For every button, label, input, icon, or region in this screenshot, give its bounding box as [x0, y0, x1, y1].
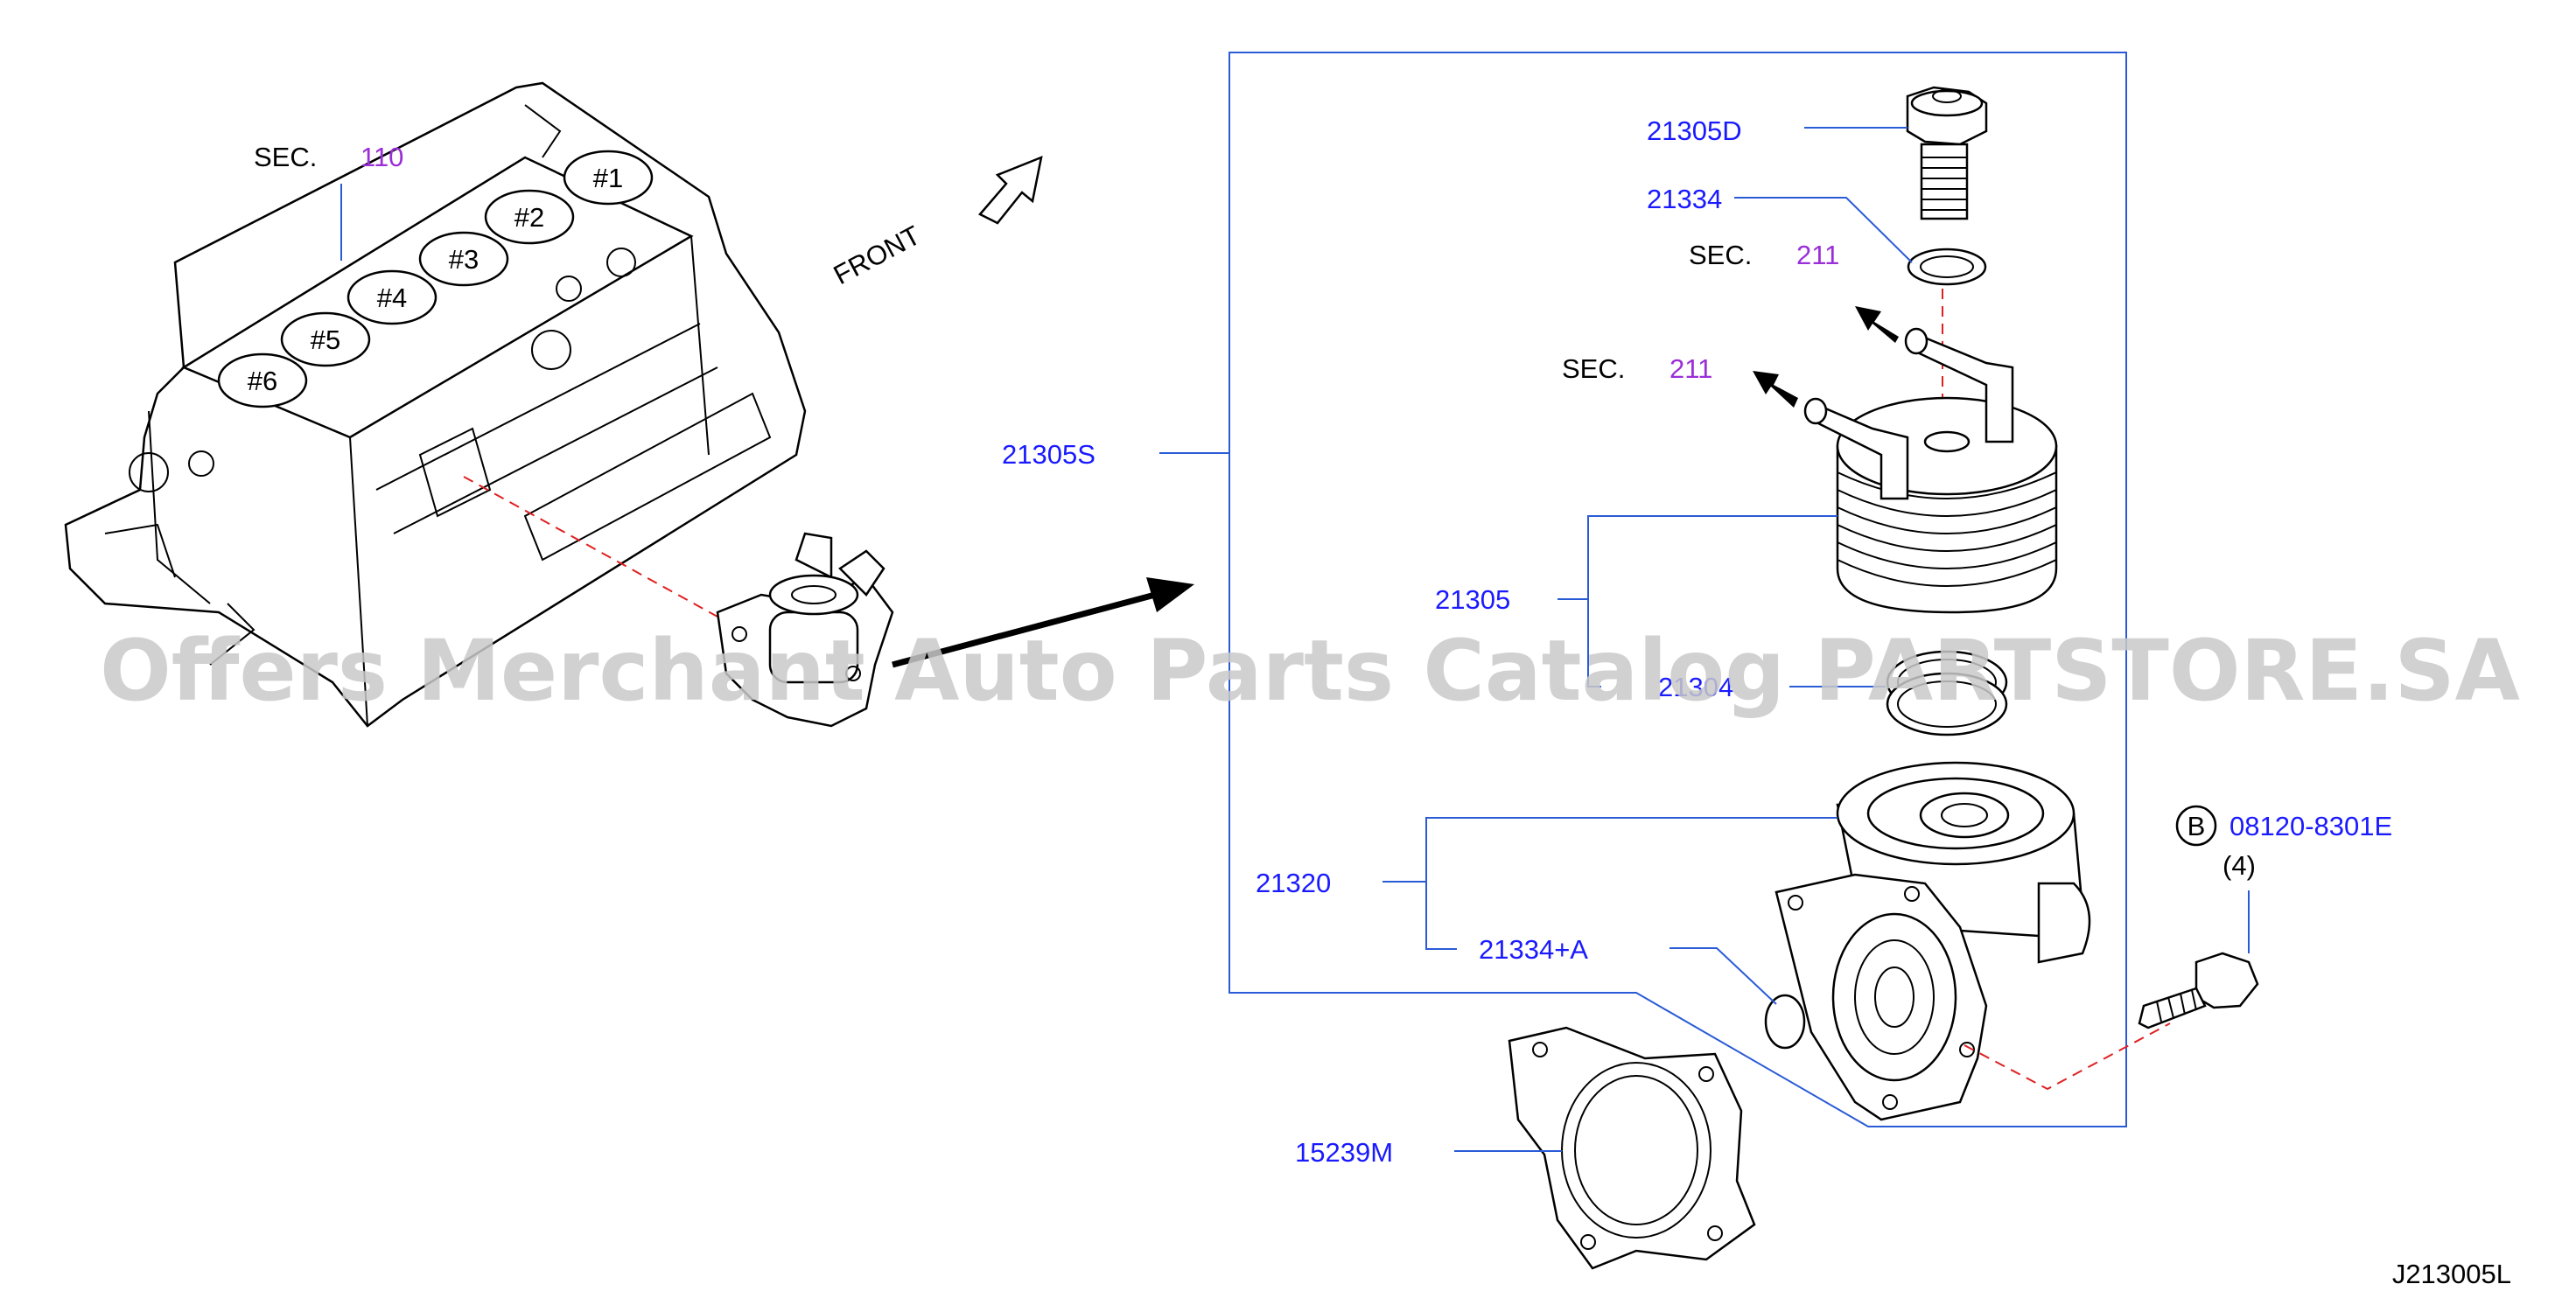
bolt-21305D-illustration	[1906, 86, 1988, 220]
section-ref-110-prefix: SEC.	[254, 142, 317, 172]
part-21334-leader	[1734, 197, 1913, 263]
cylinder-5-label: #5	[311, 324, 340, 355]
bolt-marker-circle	[2175, 805, 2217, 847]
small-oil-cooler-illustration	[716, 532, 894, 728]
section-ref-110-number[interactable]: 110	[360, 142, 403, 172]
section-ref-211-upper-number[interactable]: 211	[1796, 240, 1839, 270]
cylinder-4: #4	[346, 269, 438, 325]
cylinder-2: #2	[484, 189, 575, 245]
cylinder-1-label: #1	[593, 163, 623, 193]
part-21320-leader-branch	[1425, 882, 1457, 950]
flow-arrow-upper	[1855, 306, 1899, 343]
housing-to-bolt-dashed-line	[1964, 1022, 2171, 1091]
part-21305-leader	[1558, 515, 1838, 600]
part-21305[interactable]: 21305	[1435, 515, 1838, 687]
section-ref-211-lower-prefix: SEC.	[1562, 353, 1625, 384]
section-ref-211-lower[interactable]: SEC. 211	[1562, 353, 1798, 408]
part-21334[interactable]: 21334	[1647, 184, 1913, 263]
part-08120-8301E[interactable]: B 08120-8301E (4)	[2175, 805, 2392, 953]
detail-box-outline	[1228, 52, 2127, 1127]
cylinder-bores: #1 #2 #3 #4 #5 #6	[217, 150, 654, 408]
detail-arrow	[892, 577, 1194, 668]
cylinder-3: #3	[418, 231, 509, 287]
cylinder-1: #1	[563, 150, 654, 206]
section-ref-211-lower-number[interactable]: 211	[1670, 353, 1712, 384]
block-to-cooler-dashed-line	[463, 476, 718, 618]
cylinder-6: #6	[217, 352, 308, 408]
section-ref-110[interactable]: SEC. 110	[254, 142, 403, 261]
part-21334A-label[interactable]: 21334+A	[1479, 934, 1588, 965]
part-21304[interactable]: 21304	[1658, 672, 1886, 702]
part-21320-leader	[1382, 817, 1838, 883]
part-21320-label[interactable]: 21320	[1256, 868, 1331, 898]
front-direction-indicator: FRONT	[829, 155, 1043, 290]
bolt-08120-illustration	[2138, 952, 2259, 1029]
part-21334A[interactable]: 21334+A	[1479, 934, 1777, 1005]
part-15239M-label[interactable]: 15239M	[1295, 1137, 1393, 1168]
part-08120-8301E-label[interactable]: 08120-8301E	[2230, 811, 2392, 841]
diagram-code: J213005L	[2392, 1259, 2511, 1289]
gasket-21304-illustration	[1886, 650, 2008, 736]
gasket-15239M-illustration	[1508, 1026, 1756, 1270]
bolt-marker-letter: B	[2188, 811, 2206, 841]
part-21334A-leader	[1670, 947, 1777, 1005]
cylinder-2-label: #2	[514, 202, 544, 233]
washer-21334-illustration	[1907, 248, 1987, 286]
cylinder-4-label: #4	[377, 283, 407, 313]
part-21305-leader-branch	[1587, 599, 1601, 687]
part-21320[interactable]: 21320	[1256, 817, 1838, 950]
part-08120-8301E-qty: (4)	[2222, 850, 2256, 881]
part-15239M[interactable]: 15239M	[1295, 1137, 1562, 1168]
part-21305S-label[interactable]: 21305S	[1002, 439, 1096, 470]
oil-cooler-element-21305-illustration	[1803, 327, 2058, 614]
watermark: Offers Merchant Auto Parts Catalog PARTS…	[100, 622, 2520, 720]
part-21305D[interactable]: 21305D	[1647, 115, 1908, 146]
section-ref-211-upper-prefix: SEC.	[1689, 240, 1752, 270]
part-21304-label[interactable]: 21304	[1658, 672, 1733, 702]
flow-arrow-lower	[1753, 371, 1798, 408]
front-label: FRONT	[829, 220, 926, 290]
cylinder-6-label: #6	[248, 366, 277, 396]
part-21305S[interactable]: 21305S	[1002, 439, 1229, 470]
housing-21320-illustration	[1774, 761, 2091, 1121]
part-21305D-label[interactable]: 21305D	[1647, 115, 1742, 146]
cylinder-5: #5	[280, 311, 371, 367]
plug-21334A-illustration	[1764, 994, 1806, 1050]
part-21334-label[interactable]: 21334	[1647, 184, 1722, 214]
section-ref-211-upper[interactable]: SEC. 211	[1689, 240, 1899, 343]
cylinder-3-label: #3	[449, 244, 479, 275]
part-21305-label[interactable]: 21305	[1435, 584, 1510, 615]
